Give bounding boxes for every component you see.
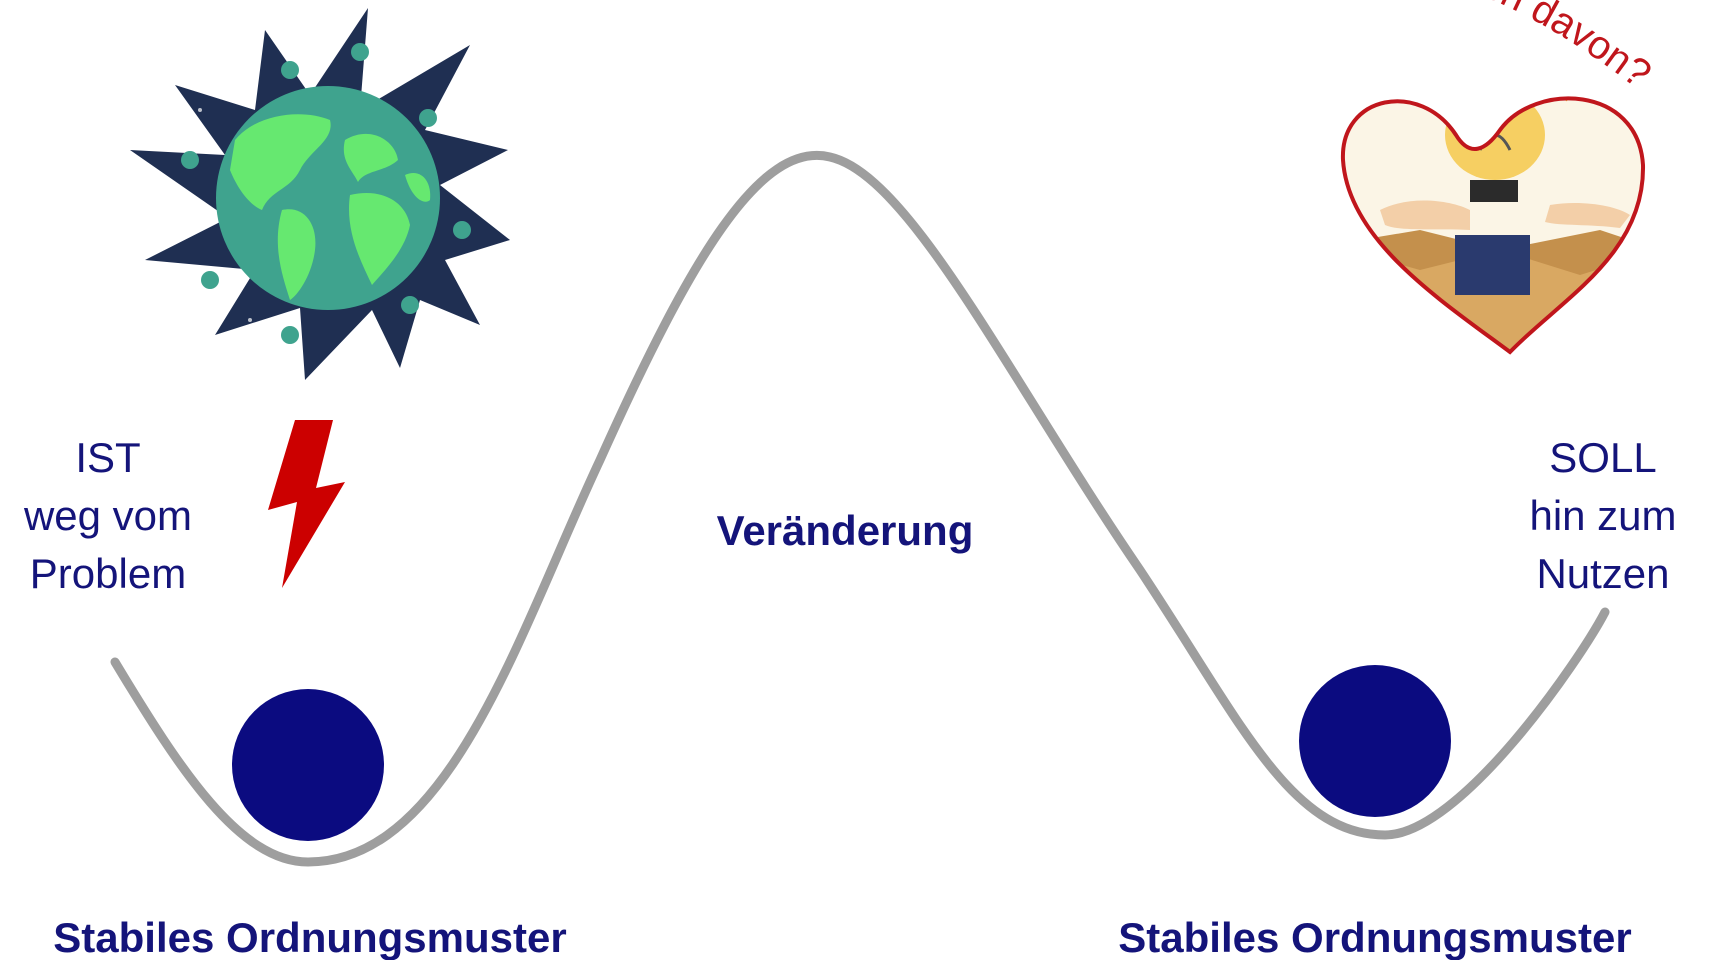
lightning-bolt-icon (268, 420, 345, 588)
svg-text:IST: IST (75, 434, 140, 481)
earth-virus-burst-icon (130, 8, 510, 380)
soll-label: SOLL hin zum Nutzen (1529, 434, 1676, 597)
svg-text:weg vom: weg vom (23, 492, 192, 539)
svg-text:Problem: Problem (30, 550, 186, 597)
left-caption: Stabiles Ordnungsmuster (53, 914, 566, 960)
curved-question-text: ch davon? (1476, 0, 1659, 97)
right-ball (1299, 665, 1451, 817)
left-ball (232, 689, 384, 841)
svg-text:hin zum: hin zum (1529, 492, 1676, 539)
right-caption: Stabiles Ordnungsmuster (1118, 914, 1631, 960)
svg-text:SOLL: SOLL (1549, 434, 1656, 481)
ist-label: IST weg vom Problem (23, 434, 192, 597)
change-label: Veränderung (717, 507, 974, 554)
heart-lightbulb-box-icon (1330, 50, 1660, 370)
svg-text:Nutzen: Nutzen (1536, 550, 1669, 597)
